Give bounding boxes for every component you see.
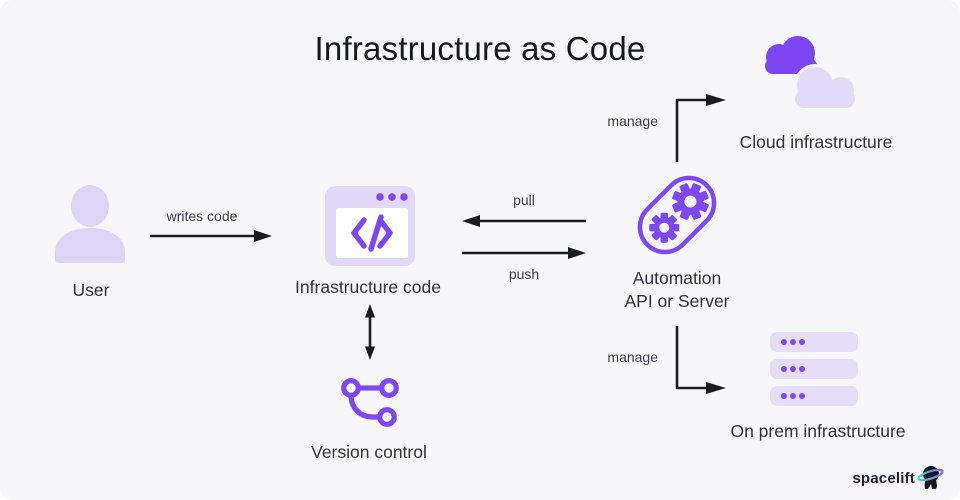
automation-label-line1: Automation — [632, 268, 722, 288]
git-branch-icon — [341, 378, 399, 427]
sync-double-arrow — [365, 304, 375, 360]
infrastructure-code-label: Infrastructure code — [295, 277, 441, 297]
automation-label: Automation API or Server — [597, 267, 757, 313]
small-gear-icon — [649, 212, 680, 243]
light-cloud-icon — [795, 67, 855, 108]
push-label: push — [508, 266, 540, 282]
server-leds-icon — [781, 366, 805, 372]
gears-capsule-icon — [637, 175, 717, 255]
manage-cloud-arrow — [675, 94, 726, 162]
pull-label: pull — [513, 192, 535, 208]
writes-code-arrow — [150, 230, 272, 242]
cloud-infrastructure-label: Cloud infrastructure — [739, 132, 893, 152]
code-brackets-icon — [351, 214, 393, 252]
server-leds-icon — [781, 393, 805, 399]
spacelift-astronaut-icon — [917, 466, 944, 489]
browser-code-window-icon — [325, 186, 415, 266]
large-gear-icon — [672, 183, 709, 220]
writes-code-label: writes code — [166, 208, 238, 224]
on-prem-infrastructure-label: On prem infrastructure — [730, 421, 906, 441]
server-bar — [770, 332, 858, 352]
spacelift-logo: spacelift — [852, 464, 944, 492]
manage-onprem-label: manage — [607, 349, 658, 365]
person-silhouette-icon — [55, 185, 125, 263]
clouds-icon — [765, 36, 858, 111]
server-bar — [770, 359, 858, 379]
manage-cloud-label: manage — [607, 113, 658, 129]
server-bar — [770, 386, 858, 406]
server-stack-icon — [770, 332, 858, 413]
manage-onprem-arrow — [675, 326, 726, 394]
push-arrow — [462, 247, 586, 259]
automation-label-line2: API or Server — [624, 291, 730, 311]
version-control-label: Version control — [311, 442, 427, 462]
pull-arrow — [462, 215, 586, 227]
spacelift-logo-text: spacelift — [852, 469, 915, 487]
server-leds-icon — [781, 339, 805, 345]
page-title: Infrastructure as Code — [314, 30, 646, 67]
user-label: User — [72, 280, 110, 300]
